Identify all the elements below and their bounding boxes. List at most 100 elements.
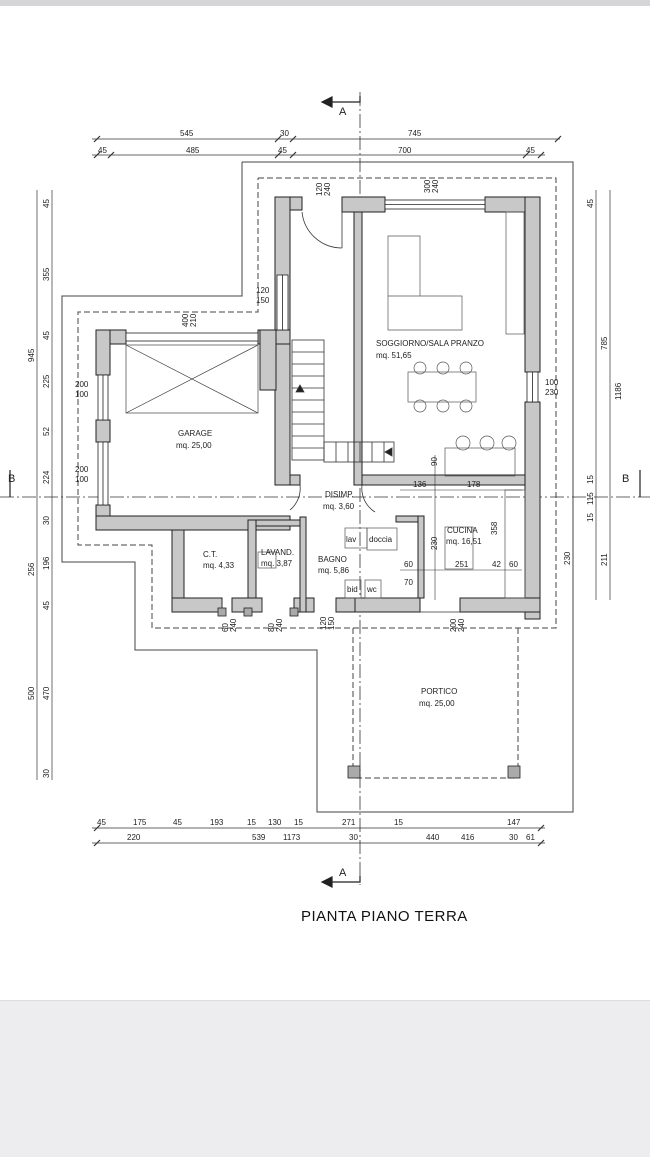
svg-text:45: 45 <box>42 331 51 340</box>
svg-text:1186: 1186 <box>614 382 623 400</box>
svg-text:271: 271 <box>342 818 356 827</box>
svg-text:30: 30 <box>509 833 518 842</box>
opening-dimensions: 120 240 300 240 120 150 400 210 200 100 … <box>75 179 559 632</box>
svg-text:416: 416 <box>461 833 475 842</box>
svg-text:539: 539 <box>252 833 266 842</box>
windows <box>97 199 539 506</box>
svg-text:60: 60 <box>404 560 413 569</box>
svg-text:45: 45 <box>98 146 107 155</box>
svg-text:193: 193 <box>210 818 224 827</box>
staircase <box>291 339 395 463</box>
lavand-name: LAVAND. <box>261 548 294 557</box>
svg-text:120: 120 <box>319 616 328 630</box>
svg-text:230: 230 <box>430 536 439 550</box>
svg-text:196: 196 <box>42 556 51 570</box>
svg-text:210: 210 <box>189 313 198 327</box>
top-dimensions: 545 30 745 45 485 45 700 45 <box>98 129 535 155</box>
svg-text:100: 100 <box>75 475 89 484</box>
svg-text:470: 470 <box>42 686 51 700</box>
svg-text:211: 211 <box>600 553 609 566</box>
svg-text:45: 45 <box>97 818 106 827</box>
svg-text:30: 30 <box>42 516 51 525</box>
svg-text:45: 45 <box>586 199 595 208</box>
svg-text:440: 440 <box>426 833 440 842</box>
soggiorno-name: SOGGIORNO/SALA PRANZO <box>376 339 484 348</box>
svg-text:45: 45 <box>278 146 287 155</box>
svg-text:150: 150 <box>327 616 336 630</box>
svg-text:240: 240 <box>229 618 238 632</box>
svg-text:100: 100 <box>545 378 559 387</box>
svg-text:150: 150 <box>256 296 270 305</box>
portico-area: mq. 25,00 <box>419 699 455 708</box>
svg-text:42: 42 <box>492 560 501 569</box>
empty-bottom-area <box>0 1000 650 1157</box>
svg-text:240: 240 <box>431 179 440 193</box>
cucina-area: mq. 16,51 <box>446 537 482 546</box>
svg-text:30: 30 <box>280 129 289 138</box>
svg-text:120: 120 <box>256 286 270 295</box>
svg-text:745: 745 <box>408 129 422 138</box>
walls <box>95 196 541 620</box>
garage-name: GARAGE <box>178 429 212 438</box>
svg-text:485: 485 <box>186 146 200 155</box>
svg-text:52: 52 <box>42 427 51 436</box>
bagno-name: BAGNO <box>318 555 347 564</box>
svg-text:256: 256 <box>27 562 36 576</box>
svg-text:60: 60 <box>509 560 518 569</box>
svg-text:45: 45 <box>42 601 51 610</box>
svg-text:220: 220 <box>127 833 141 842</box>
section-b-left: B <box>8 473 15 485</box>
svg-text:15: 15 <box>586 475 595 484</box>
svg-text:30: 30 <box>42 769 51 778</box>
fixture-doccia: doccia <box>369 535 393 544</box>
svg-text:230: 230 <box>545 388 559 397</box>
disimp-name: DISIMP. <box>325 490 354 499</box>
svg-text:45: 45 <box>42 199 51 208</box>
svg-text:15: 15 <box>247 818 256 827</box>
floor-plan: A A B B <box>0 92 650 925</box>
svg-text:15: 15 <box>294 818 303 827</box>
disimp-area: mq. 3,60 <box>323 502 355 511</box>
svg-text:60: 60 <box>221 623 230 632</box>
svg-text:175: 175 <box>133 818 147 827</box>
outer-boundaries <box>61 161 574 813</box>
svg-text:15: 15 <box>394 818 403 827</box>
top-bar <box>0 0 650 6</box>
svg-text:240: 240 <box>323 182 332 196</box>
svg-text:200: 200 <box>75 465 89 474</box>
svg-text:230: 230 <box>563 551 572 565</box>
svg-text:355: 355 <box>42 267 51 281</box>
svg-text:500: 500 <box>27 686 36 700</box>
bagno-area: mq. 5,86 <box>318 566 350 575</box>
svg-text:240: 240 <box>275 618 284 632</box>
plan-title: PIANTA PIANO TERRA <box>301 908 468 925</box>
svg-text:240: 240 <box>457 618 466 632</box>
svg-text:100: 100 <box>75 390 89 399</box>
drawing-sheet: A A B B <box>0 0 650 1000</box>
svg-text:251: 251 <box>455 560 469 569</box>
svg-text:200: 200 <box>449 618 458 632</box>
svg-text:1173: 1173 <box>283 833 301 842</box>
garage-area: mq. 25,00 <box>176 441 212 450</box>
ct-area: mq. 4,33 <box>203 561 235 570</box>
section-a-top: A <box>339 106 347 118</box>
svg-text:120: 120 <box>315 182 324 196</box>
svg-text:224: 224 <box>42 470 51 484</box>
soggiorno-area: mq. 51,65 <box>376 351 412 360</box>
svg-text:45: 45 <box>526 146 535 155</box>
section-lines <box>0 92 650 885</box>
portico-columns <box>217 607 521 779</box>
bottom-dimensions: 45 175 45 193 15 130 15 271 15 147 220 5… <box>97 818 535 842</box>
svg-text:400: 400 <box>181 313 190 327</box>
svg-text:61: 61 <box>526 833 535 842</box>
fixture-wc: wc <box>366 585 377 594</box>
fixture-bid: bid <box>347 585 358 594</box>
left-dimensions: 945 256 500 45 355 45 225 52 224 30 196 … <box>27 199 51 778</box>
svg-text:130: 130 <box>268 818 282 827</box>
room-labels: SOGGIORNO/SALA PRANZO mq. 51,65 GARAGE m… <box>176 339 484 708</box>
interior-dimensions: 90 136 178 230 358 60 251 42 60 70 <box>400 455 522 600</box>
svg-text:136: 136 <box>413 480 427 489</box>
svg-text:70: 70 <box>404 578 413 587</box>
fixture-lav: lav <box>346 535 356 544</box>
svg-text:945: 945 <box>27 348 36 362</box>
